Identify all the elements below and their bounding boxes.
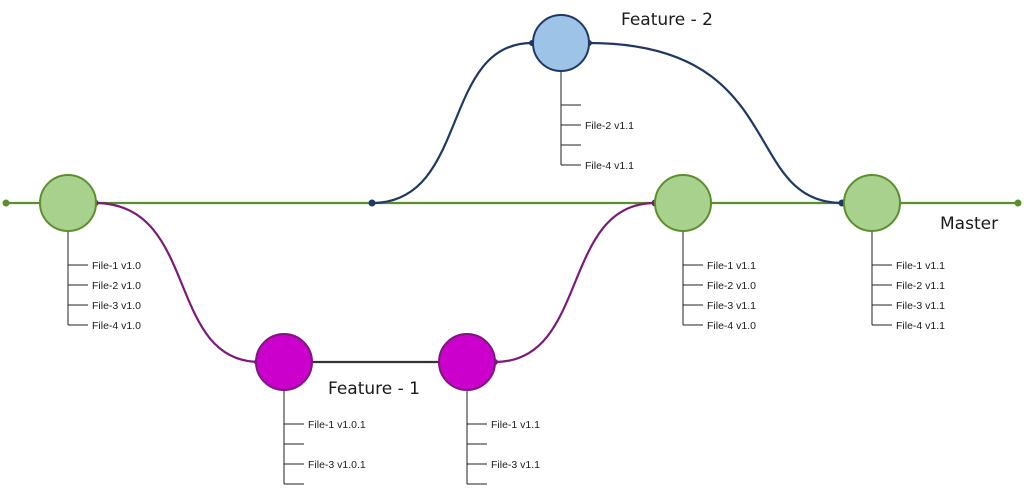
file-version-label: File-4 v1.1 — [585, 160, 634, 172]
master-label: Master — [940, 214, 998, 234]
file-version-label: File-2 v1.1 — [896, 280, 945, 292]
file-version-label: File-1 v1.0.1 — [308, 419, 366, 431]
master-end-point — [1014, 199, 1022, 207]
file-version-label: File-1 v1.1 — [896, 260, 945, 272]
file-version-label: File-3 v1.0.1 — [308, 459, 366, 471]
feature-2-fork-point — [368, 199, 376, 207]
feature-1-merge-path — [494, 201, 656, 364]
file-version-label: File-3 v1.1 — [707, 300, 756, 312]
file-version-label: File-2 v1.0 — [92, 280, 141, 292]
file-version-label: File-4 v1.0 — [92, 320, 141, 332]
file-version-label: File-2 v1.1 — [585, 120, 634, 132]
commit-node[interactable] — [39, 174, 97, 232]
commit-node[interactable] — [532, 14, 590, 72]
file-version-label: File-2 v1.0 — [707, 280, 756, 292]
file-version-label: File-1 v1.0 — [92, 260, 141, 272]
commit-node[interactable] — [438, 333, 496, 391]
file-version-label: File-4 v1.1 — [896, 320, 945, 332]
feature-1-branch-out — [94, 201, 261, 364]
feature-2-branch-out — [371, 41, 533, 205]
file-version-label: File-3 v1.1 — [491, 459, 540, 471]
file-version-label: File-4 v1.0 — [707, 320, 756, 332]
feature-2-label: Feature - 2 — [621, 10, 713, 30]
commit-node[interactable] — [843, 174, 901, 232]
commit-node[interactable] — [654, 174, 712, 232]
file-version-label: File-1 v1.1 — [707, 260, 756, 272]
feature-1-label: Feature - 1 — [328, 379, 420, 399]
commit-node[interactable] — [255, 333, 313, 391]
master-start-point — [2, 199, 10, 207]
file-version-label: File-3 v1.1 — [896, 300, 945, 312]
feature-2-merge-path — [588, 41, 843, 205]
file-version-label: File-3 v1.0 — [92, 300, 141, 312]
file-version-label: File-1 v1.1 — [491, 419, 540, 431]
